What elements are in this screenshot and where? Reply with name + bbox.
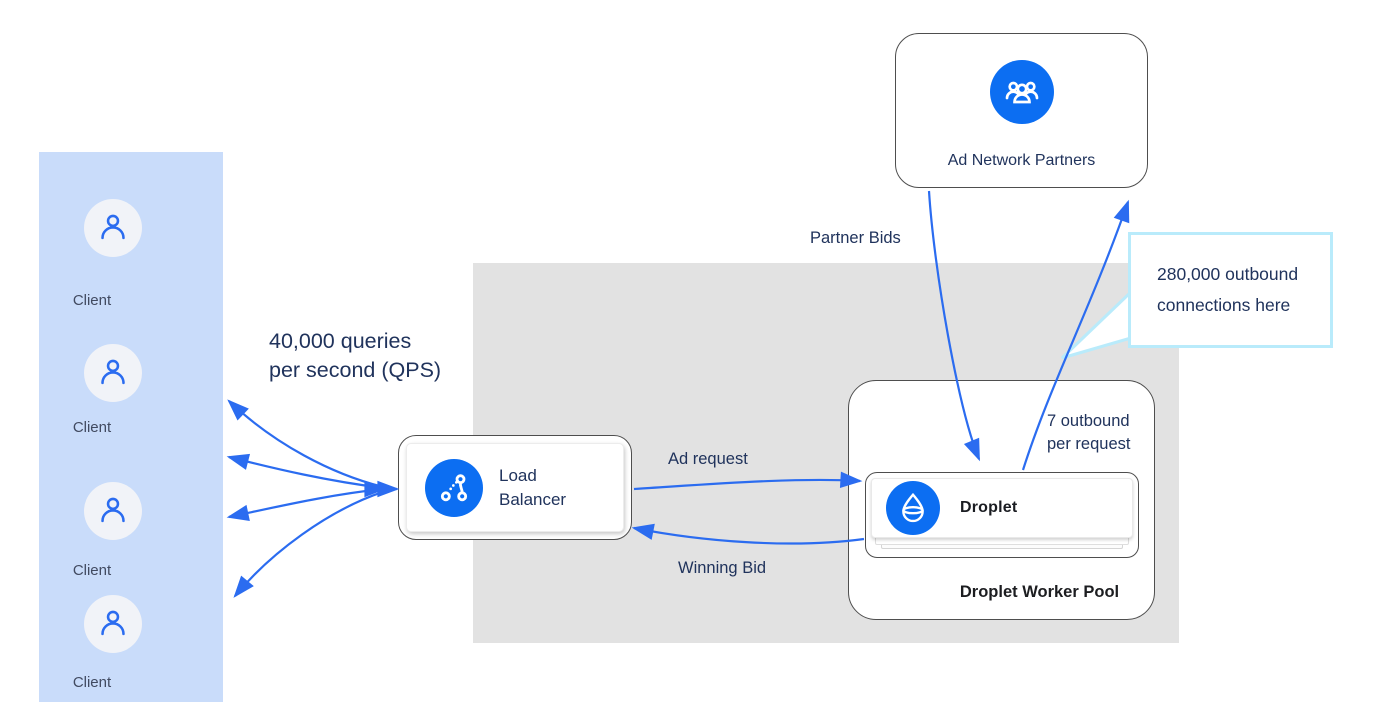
client-avatar bbox=[84, 482, 142, 540]
ad-network-partners-node: Ad Network Partners bbox=[895, 33, 1148, 188]
person-icon bbox=[96, 354, 130, 393]
client-label: Client bbox=[72, 674, 112, 691]
droplet-node: Droplet bbox=[865, 472, 1139, 558]
outbound-connections-callout: 280,000 outbound connections here bbox=[1128, 232, 1333, 348]
client-label: Client bbox=[72, 292, 112, 309]
droplet-worker-pool-title: Droplet Worker Pool bbox=[959, 583, 1120, 601]
person-icon bbox=[96, 209, 130, 248]
client-avatar bbox=[84, 199, 142, 257]
droplet-label: Droplet bbox=[960, 499, 1018, 516]
client-label: Client bbox=[72, 419, 112, 436]
client-label: Client bbox=[72, 562, 112, 579]
ad-request-label: Ad request bbox=[668, 450, 748, 468]
load-balancer-icon bbox=[425, 458, 483, 517]
client-avatar bbox=[84, 344, 142, 402]
qps-note: 40,000 queries per second (QPS) bbox=[269, 329, 442, 382]
load-balancer-node: Load Balancer bbox=[398, 435, 632, 540]
person-icon bbox=[96, 492, 130, 531]
callout-text: 280,000 outbound connections here bbox=[1157, 264, 1299, 315]
partners-icon bbox=[989, 60, 1054, 124]
load-balancer-label: Load Balancer bbox=[499, 465, 567, 509]
client-avatar bbox=[84, 595, 142, 653]
winning-bid-label: Winning Bid bbox=[678, 559, 767, 577]
droplet-card: Droplet bbox=[871, 478, 1133, 538]
partner-bids-label: Partner Bids bbox=[810, 229, 901, 247]
droplet-icon bbox=[886, 481, 940, 535]
load-balancer-card: Load Balancer bbox=[406, 443, 624, 532]
ad-network-partners-label: Ad Network Partners bbox=[947, 152, 1096, 169]
person-icon bbox=[96, 605, 130, 644]
